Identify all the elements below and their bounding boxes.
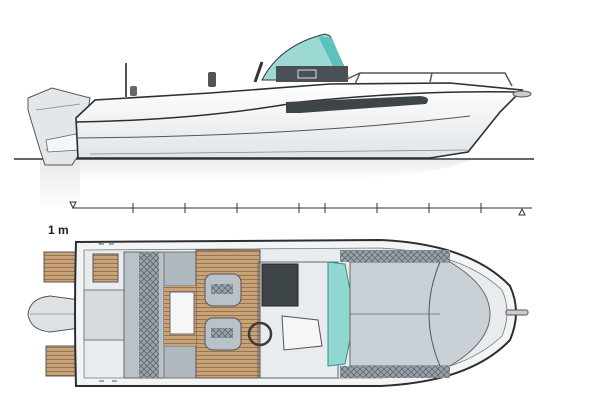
swim-platform-top (43, 251, 77, 283)
outboard-motor-icon (27, 87, 91, 166)
cockpit-teak-floor (195, 249, 261, 379)
deck-plan-view (27, 238, 529, 387)
side-profile-view (14, 33, 534, 210)
cockpit-table (169, 291, 195, 335)
scale-label: 1 m (48, 223, 69, 237)
steering-wheel-icon (247, 321, 273, 347)
hull-window (286, 96, 428, 113)
swim-platform-bottom (45, 345, 77, 377)
hull-side (75, 82, 524, 159)
scale-bar (69, 201, 532, 216)
bow-rail (344, 72, 513, 87)
windshield-plan (327, 261, 351, 367)
